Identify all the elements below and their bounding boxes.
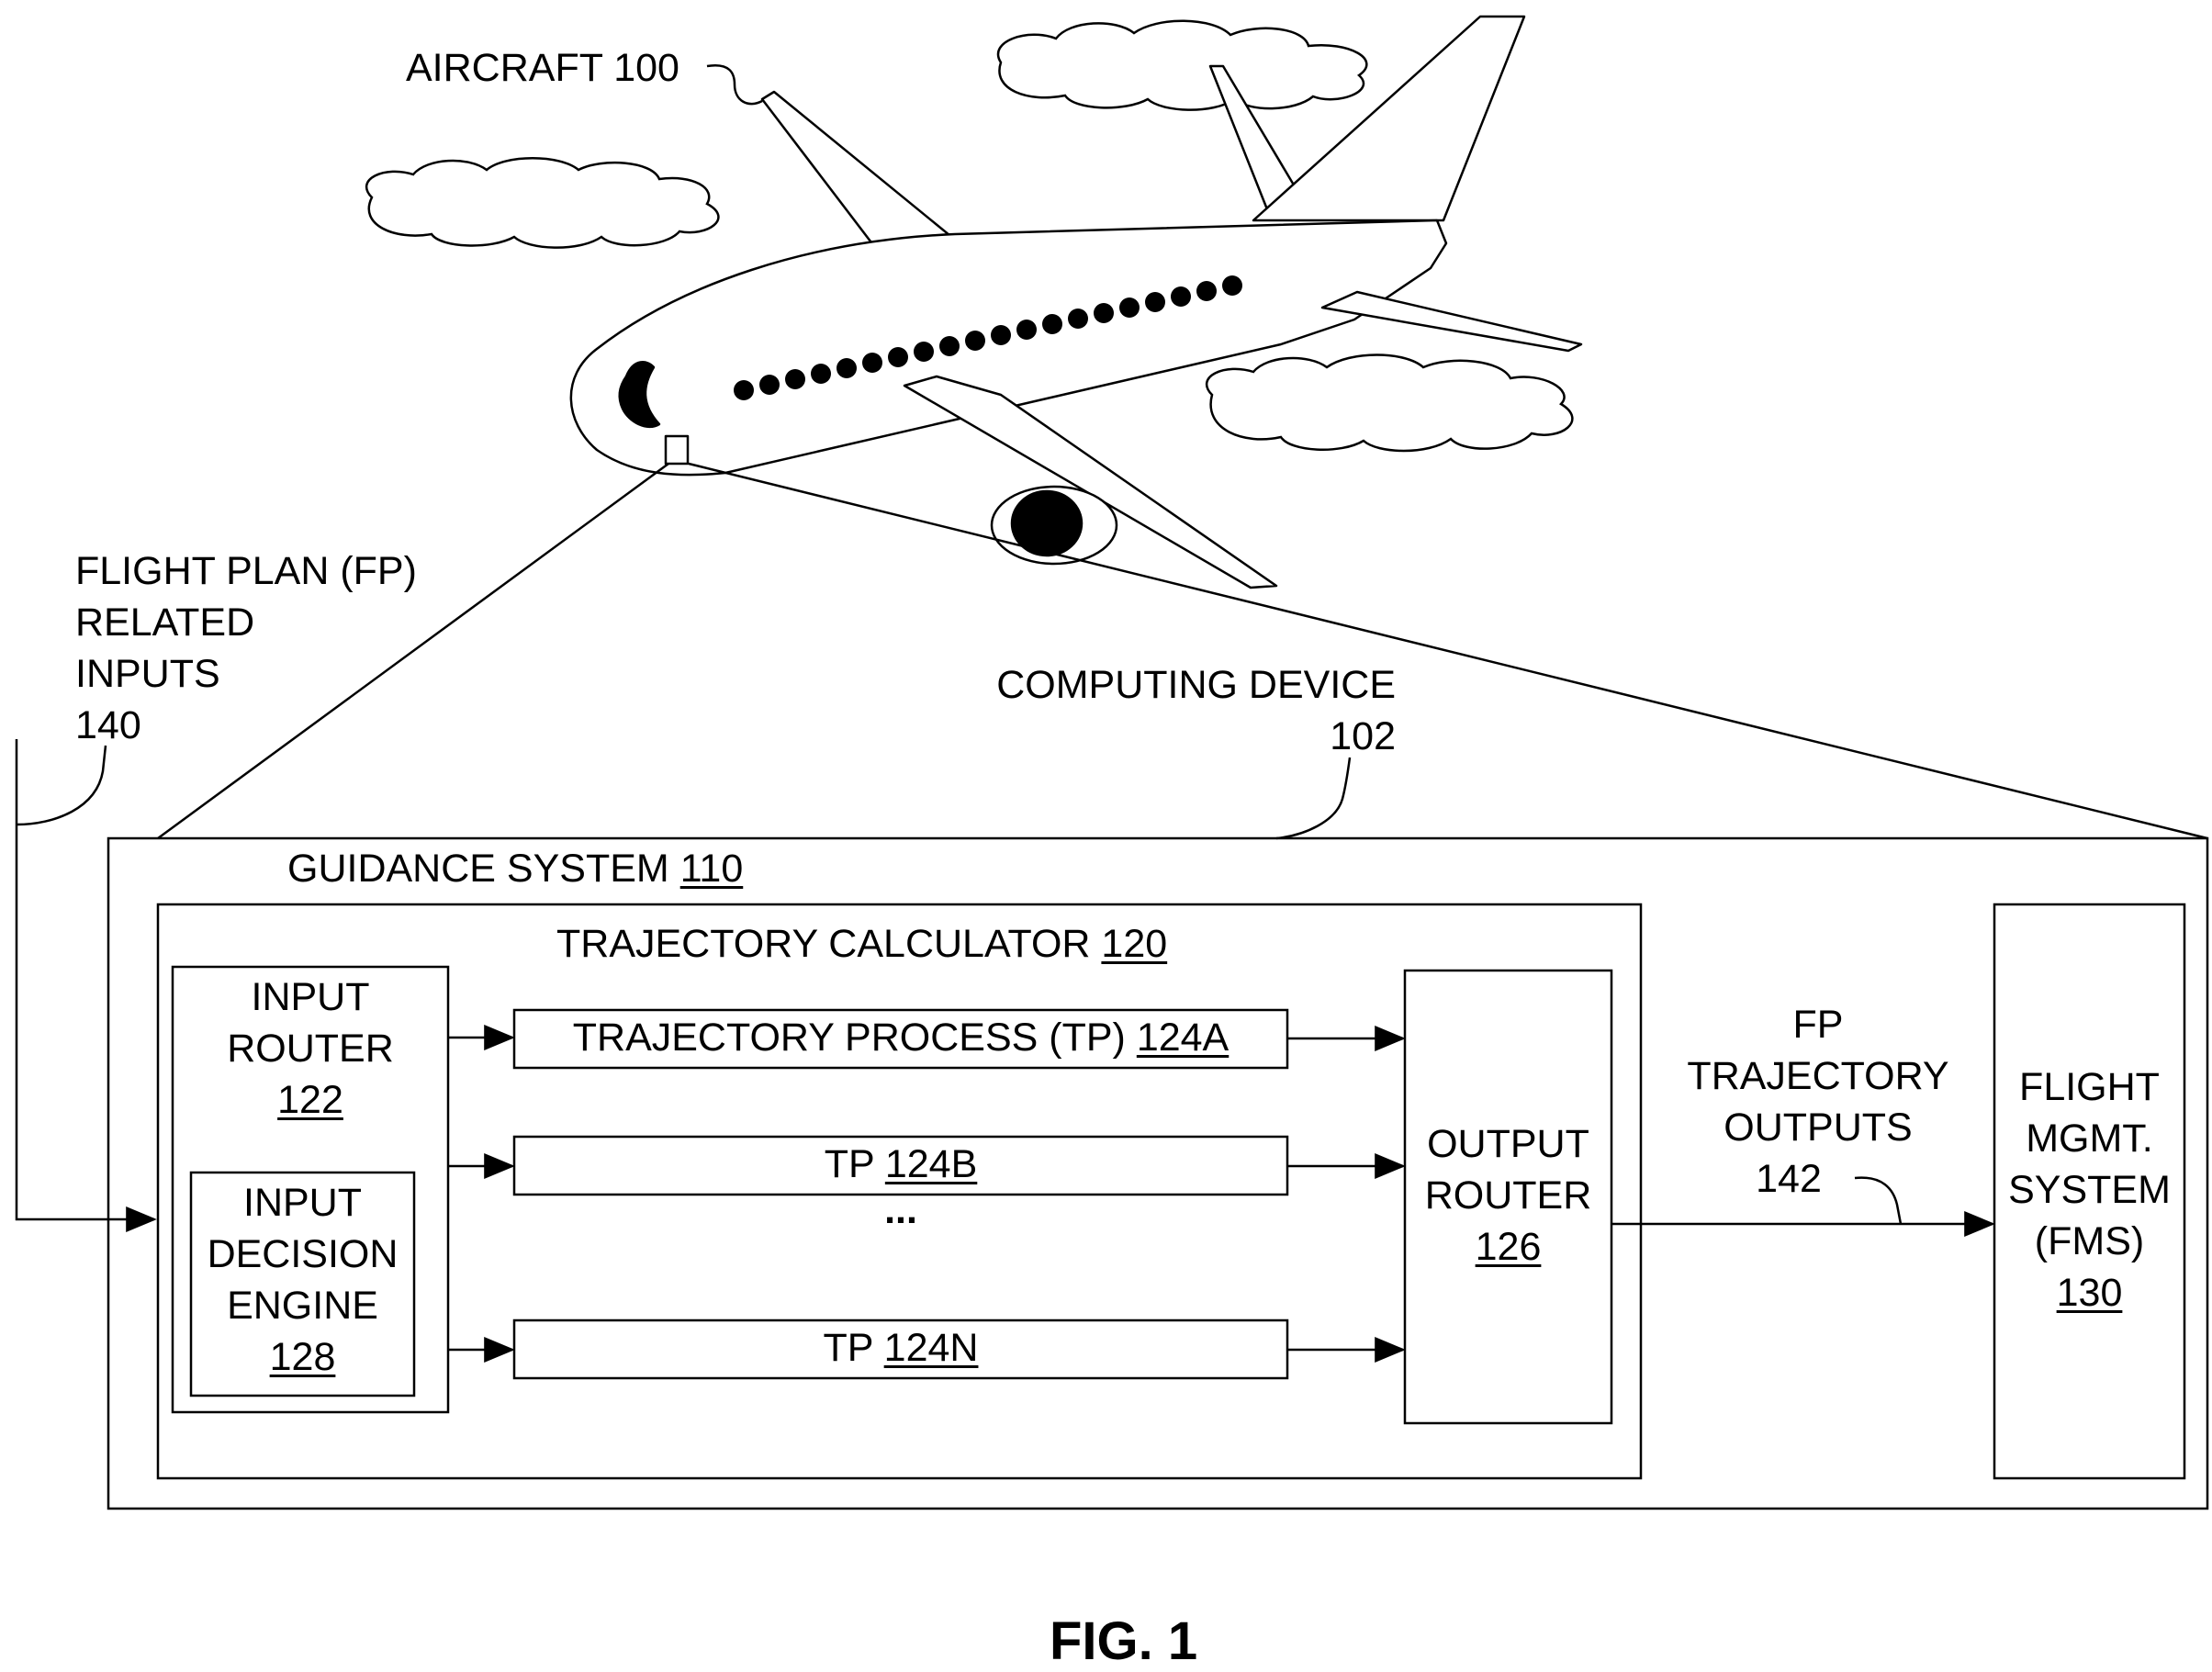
fp-outputs-line1: FP <box>1634 999 2002 1050</box>
fms-line3: SYSTEM <box>1994 1164 2184 1216</box>
trajectory-calculator-ref: 120 <box>1101 922 1167 966</box>
tp-124a-label: TRAJECTORY PROCESS (TP) 124A <box>514 1012 1287 1063</box>
fp-inputs-line3: INPUTS <box>75 648 417 700</box>
guidance-system-ref: 110 <box>680 847 744 891</box>
tp-124b-label: TP 124B <box>514 1139 1287 1190</box>
figure-caption: FIG. 1 <box>1050 1611 1197 1672</box>
computing-device-label: COMPUTING DEVICE 102 <box>955 659 1396 762</box>
aircraft-name: AIRCRAFT <box>406 46 602 90</box>
fp-outputs-line3: OUTPUTS <box>1634 1102 2002 1153</box>
cloud-right <box>1207 355 1572 452</box>
fms-line1: FLIGHT <box>1994 1061 2184 1113</box>
fms-line2: MGMT. <box>1994 1113 2184 1164</box>
fms-ref: 130 <box>2057 1271 2123 1315</box>
tp-124b-ref: 124B <box>885 1142 977 1186</box>
input-decision-engine-line3: ENGINE <box>191 1280 414 1331</box>
tp-124n-name: TP <box>824 1326 873 1370</box>
tp-124b-name: TP <box>825 1142 874 1186</box>
fp-inputs-label: FLIGHT PLAN (FP) RELATED INPUTS 140 <box>75 545 417 751</box>
input-decision-engine-line1: INPUT <box>191 1177 414 1229</box>
input-decision-engine-line2: DECISION <box>191 1229 414 1280</box>
cloud-left <box>366 158 718 247</box>
tp-124n-label: TP 124N <box>514 1322 1287 1374</box>
aircraft-leader-line <box>707 65 762 104</box>
computing-device-leader <box>1276 757 1350 838</box>
input-router-line2: ROUTER <box>173 1023 448 1074</box>
fp-inputs-ref: 140 <box>75 700 417 751</box>
output-router-ref: 126 <box>1476 1225 1542 1269</box>
tp-ellipsis: ... <box>514 1184 1287 1236</box>
fp-inputs-leader <box>17 746 106 825</box>
fp-outputs-line2: TRAJECTORY <box>1634 1050 2002 1102</box>
fp-inputs-line1: FLIGHT PLAN (FP) <box>75 545 417 597</box>
trajectory-calculator-label: TRAJECTORY CALCULATOR 120 <box>556 918 1167 970</box>
output-router-line1: OUTPUT <box>1405 1118 1611 1170</box>
output-router-label: OUTPUT ROUTER 126 <box>1405 1118 1611 1273</box>
fp-inputs-line <box>17 739 154 1219</box>
zoom-line-right <box>689 464 2207 838</box>
guidance-system-name: GUIDANCE SYSTEM <box>287 847 669 891</box>
input-decision-engine-label: INPUT DECISION ENGINE 128 <box>191 1177 414 1383</box>
fms-label: FLIGHT MGMT. SYSTEM (FMS) 130 <box>1994 1061 2184 1319</box>
aircraft-label: AIRCRAFT 100 <box>406 42 679 94</box>
guidance-system-label: GUIDANCE SYSTEM 110 <box>287 843 743 894</box>
tp-124a-name: TRAJECTORY PROCESS (TP) <box>573 1016 1126 1060</box>
tp-124n-ref: 124N <box>884 1326 979 1370</box>
computing-device-ref: 102 <box>955 711 1396 762</box>
input-router-ref: 122 <box>277 1078 343 1122</box>
input-router-line1: INPUT <box>173 971 448 1023</box>
fp-outputs-label: FP TRAJECTORY OUTPUTS 142 <box>1634 999 2002 1205</box>
cloud-top <box>998 21 1366 110</box>
fms-line4: (FMS) <box>1994 1216 2184 1267</box>
trajectory-calculator-name: TRAJECTORY CALCULATOR <box>556 922 1090 966</box>
fp-outputs-ref: 142 <box>1605 1153 1972 1205</box>
tp-124a-ref: 124A <box>1137 1016 1229 1060</box>
fp-inputs-line2: RELATED <box>75 597 417 648</box>
output-router-line2: ROUTER <box>1405 1170 1611 1221</box>
input-router-label: INPUT ROUTER 122 <box>173 971 448 1126</box>
aircraft-ref: 100 <box>613 46 679 90</box>
computing-device-name: COMPUTING DEVICE <box>955 659 1396 711</box>
input-decision-engine-ref: 128 <box>270 1335 336 1379</box>
